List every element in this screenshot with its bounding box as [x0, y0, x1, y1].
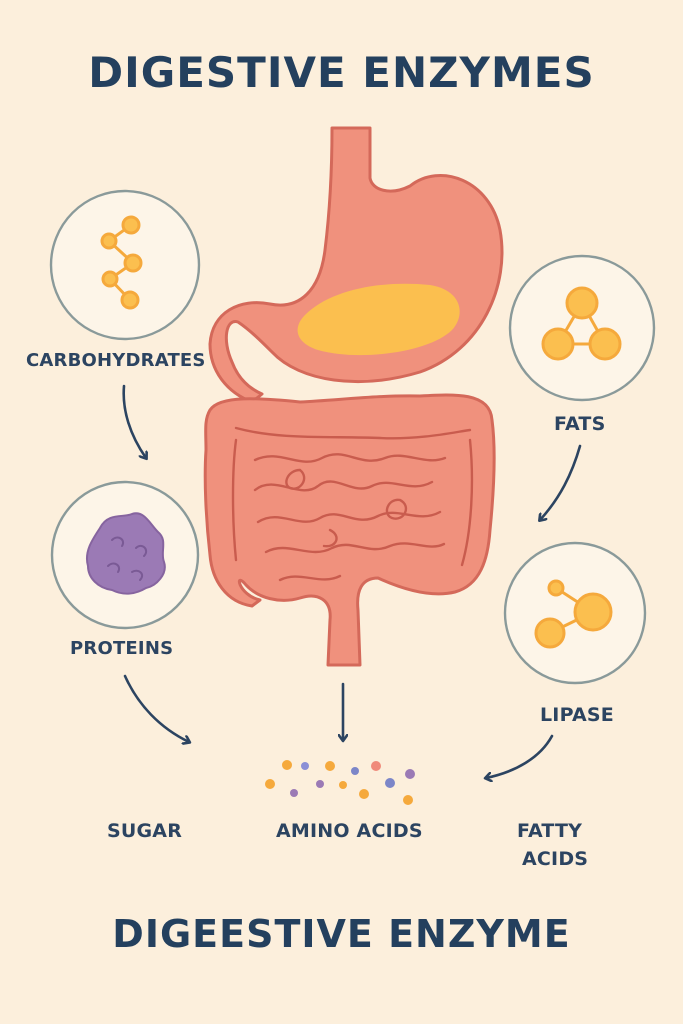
- page-title: DIGESTIVE ENZYMES: [88, 48, 595, 97]
- label-fatty-acids-line2: ACIDS: [522, 848, 589, 870]
- stomach-icon: [208, 126, 504, 404]
- carbohydrate-molecule-icon: [100, 215, 143, 310]
- label-fatty-acids-line1: FATTY: [517, 820, 583, 842]
- label-fats: FATS: [554, 413, 606, 435]
- label-sugar: SUGAR: [107, 820, 183, 842]
- arrow-lipase: [486, 734, 554, 778]
- bottom-title: DIGEESTIVE ENZYME: [112, 912, 571, 956]
- arrow-fats: [540, 444, 582, 520]
- label-carbohydrates: CARBOHYDRATES: [26, 350, 206, 371]
- label-amino-acids: AMINO ACIDS: [276, 820, 423, 842]
- nutrient-particles: [265, 760, 415, 805]
- label-lipase: LIPASE: [540, 704, 614, 726]
- intestine-icon: [203, 393, 496, 667]
- arrow-proteins: [123, 674, 189, 742]
- label-proteins: PROTEINS: [70, 638, 174, 659]
- protein-blob-icon: [86, 512, 166, 595]
- lipase-molecule-icon: [534, 579, 613, 649]
- arrow-carbohydrates: [122, 384, 146, 458]
- fats-circle: [508, 254, 656, 402]
- fat-molecule-icon: [541, 286, 622, 361]
